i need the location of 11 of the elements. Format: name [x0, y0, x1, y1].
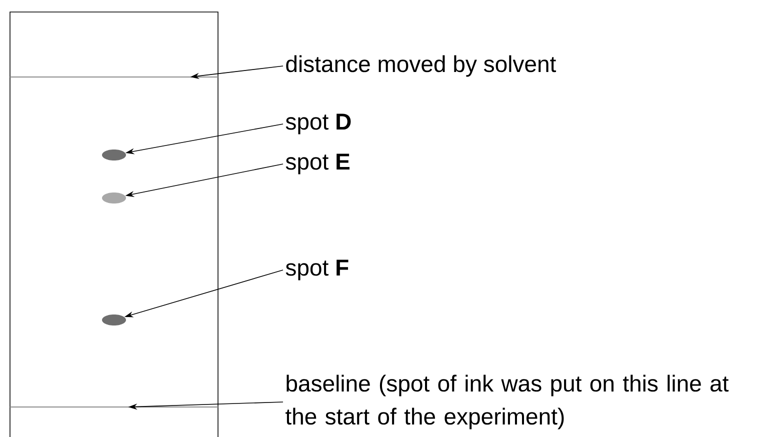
ink-spot	[102, 150, 126, 160]
baseline-line	[10, 406, 218, 408]
label-text: distance moved by solvent	[286, 55, 556, 77]
label-text: spot D	[286, 114, 351, 134]
label-text: baseline (spot of ink was put on this line at the start of the experiment)	[286, 374, 729, 430]
label-text: spot F	[286, 260, 348, 280]
paper-strip	[10, 12, 218, 437]
ink-spot	[102, 314, 126, 326]
solvent-front-line	[10, 76, 218, 78]
ink-spot	[102, 192, 126, 204]
label-text: spot E	[286, 154, 350, 174]
